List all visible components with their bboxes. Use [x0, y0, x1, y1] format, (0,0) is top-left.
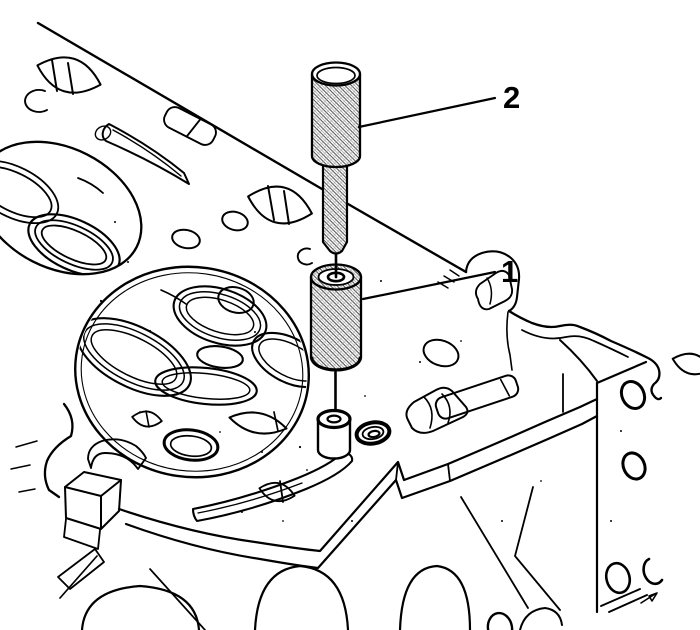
flange-bolt-hole-2 [621, 451, 647, 481]
lens-hole-right-edge [671, 352, 700, 376]
lens-hole-center [247, 185, 313, 225]
installer-tool [310, 61, 362, 279]
cylinder-head-block [0, 21, 700, 630]
edge-boss [437, 250, 521, 313]
valve-seat-top [172, 285, 268, 347]
flange-bolt-hole-3 [604, 561, 632, 595]
valve-seat-bottom [154, 366, 258, 406]
front-face [10, 397, 599, 630]
callout-leader-1 [361, 270, 497, 301]
flange-partial-hole [642, 557, 664, 586]
dowel-pin [316, 369, 352, 460]
deck-back-edge [36, 21, 468, 274]
deck-holes [87, 210, 520, 523]
deck-notch-slot [163, 106, 217, 146]
lens-hole-top-left [36, 56, 102, 95]
guide-sleeve-tool [309, 263, 363, 372]
callout-label-1: 1 [501, 254, 518, 289]
flange-bolt-hole-1 [619, 379, 647, 411]
speckle-noise [99, 221, 622, 522]
callout-label-2: 2 [503, 80, 520, 115]
combustion-chamber-main [74, 265, 321, 479]
front-face-hole [486, 611, 514, 630]
combustion-chamber-upper [0, 140, 143, 277]
right-flange [506, 309, 664, 614]
curved-slot-upper [94, 123, 190, 185]
callout-leader-2 [357, 96, 497, 129]
spark-plug-hole [196, 345, 244, 369]
callouts: 2 1 [357, 80, 520, 301]
c-arc-marks [24, 89, 313, 266]
seal-ring [354, 420, 392, 446]
